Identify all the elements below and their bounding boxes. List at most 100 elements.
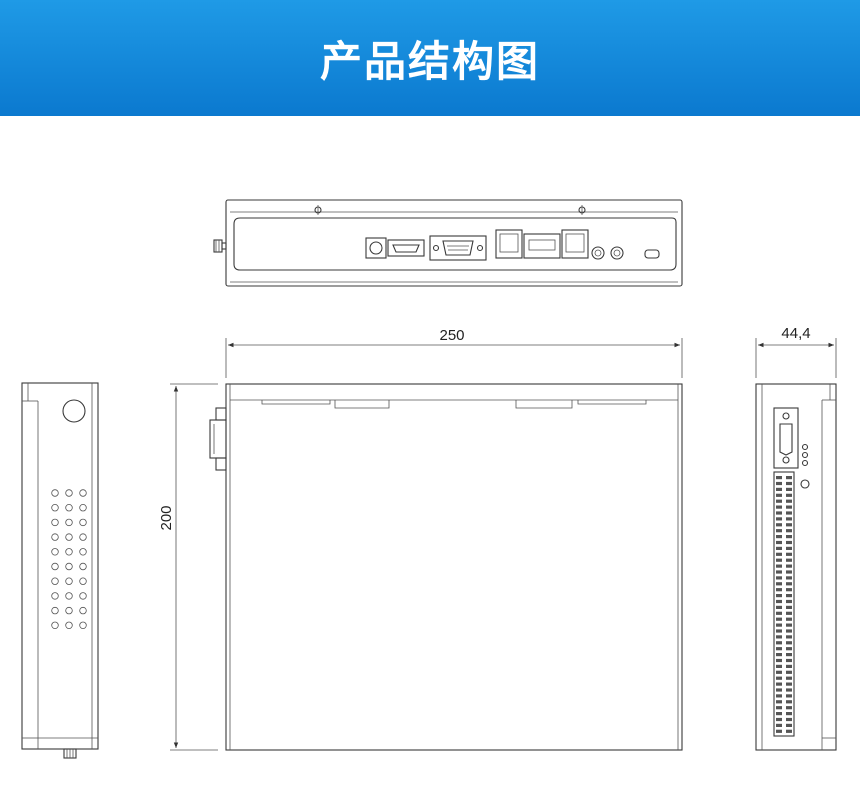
terminal-pin — [786, 676, 792, 680]
terminal-pin — [776, 529, 782, 533]
terminal-pin — [776, 623, 782, 627]
terminal-pin — [776, 558, 782, 562]
terminal-pin — [776, 535, 782, 539]
led-indicator-icon — [801, 459, 809, 467]
terminal-pin — [776, 540, 782, 545]
depth-label: 44,4 — [781, 325, 810, 342]
terminal-pin — [786, 694, 792, 698]
terminal-pin — [786, 535, 792, 539]
terminal-pin — [776, 617, 782, 621]
terminal-pin — [776, 723, 782, 727]
terminal-pin — [786, 540, 792, 545]
terminal-pin — [776, 688, 782, 692]
vent-hole — [79, 548, 87, 556]
terminal-pin — [786, 499, 792, 503]
terminal-pin — [786, 611, 792, 615]
vent-hole — [51, 577, 59, 585]
terminal-pin — [786, 712, 792, 716]
terminal-block — [773, 471, 795, 737]
terminal-pin — [776, 676, 782, 680]
terminal-pin — [776, 517, 782, 521]
audio-jack-icon — [610, 246, 624, 260]
terminal-pin — [786, 700, 792, 704]
vent-hole — [79, 577, 87, 585]
terminal-pin — [786, 564, 792, 568]
vent-hole — [51, 489, 59, 497]
terminal-pin — [776, 664, 782, 668]
terminal-pin — [776, 729, 782, 733]
terminal-pin — [786, 617, 792, 621]
power-jack-icon — [365, 237, 387, 259]
terminal-pin — [786, 570, 792, 574]
terminal-pin — [776, 605, 782, 609]
width-label: 250 — [439, 327, 464, 344]
terminal-pin — [786, 517, 792, 521]
terminal-pin — [776, 658, 782, 663]
terminal-pin — [776, 570, 782, 574]
terminal-pin — [786, 729, 792, 733]
power-button-icon — [644, 249, 660, 259]
vent-hole — [51, 504, 59, 512]
terminal-pin — [776, 564, 782, 568]
right-side-view: 44,4 — [755, 325, 837, 751]
terminal-pin — [786, 653, 792, 657]
terminal-pin — [786, 723, 792, 727]
terminal-pin — [786, 706, 792, 710]
terminal-pin — [776, 546, 782, 550]
terminal-pin — [776, 481, 782, 486]
terminal-pin — [786, 670, 792, 674]
terminal-pin — [776, 653, 782, 657]
terminal-pin — [776, 611, 782, 615]
vent-hole — [65, 548, 73, 556]
terminal-pin — [786, 629, 792, 633]
vent-hole — [65, 621, 73, 629]
vent-hole — [51, 562, 59, 571]
terminal-pin — [786, 664, 792, 668]
reset-button-icon — [800, 479, 810, 489]
vent-hole — [79, 518, 87, 527]
terminal-pin — [786, 558, 792, 562]
right-side-outline — [755, 383, 837, 751]
terminal-pin — [786, 523, 792, 527]
terminal-pin — [776, 576, 782, 580]
terminal-pin — [776, 599, 782, 604]
height-dimension: 200 — [158, 383, 218, 751]
page-title: 产品结构图 — [319, 36, 540, 86]
terminal-pin — [776, 499, 782, 503]
terminal-pin — [776, 588, 782, 592]
screw-icon — [314, 205, 322, 215]
vent-hole — [65, 592, 73, 600]
vent-hole — [65, 518, 73, 527]
vent-hole — [51, 606, 59, 615]
terminal-pin — [776, 700, 782, 704]
terminal-pin — [786, 582, 792, 586]
terminal-pin — [786, 623, 792, 627]
terminal-pin — [776, 706, 782, 710]
terminal-pin — [776, 493, 782, 497]
terminal-pin — [786, 688, 792, 692]
fan-hole-icon — [62, 399, 86, 423]
vent-hole — [51, 533, 59, 541]
header-banner: 产品结构图 — [0, 0, 860, 116]
terminal-pin — [786, 511, 792, 515]
vent-hole — [79, 606, 87, 615]
terminal-pin — [786, 505, 792, 509]
led-indicator-icon — [801, 443, 809, 451]
terminal-pin — [786, 529, 792, 533]
terminal-pin — [786, 576, 792, 580]
terminal-pin — [786, 635, 792, 639]
terminal-pin — [786, 487, 792, 491]
vent-hole — [79, 621, 87, 629]
terminal-pin — [776, 582, 782, 586]
vent-hole — [79, 562, 87, 571]
front-panel-outline — [225, 199, 683, 287]
led-indicator-icon — [801, 451, 809, 459]
lan-port-icon — [495, 229, 523, 259]
terminal-pin — [786, 605, 792, 609]
vga-port-icon — [429, 235, 487, 261]
vent-hole — [51, 548, 59, 556]
hdmi-port-icon — [387, 239, 425, 257]
product-structure-diagram: 250 200 — [21, 199, 837, 759]
terminal-pin — [786, 481, 792, 486]
screw-icon — [578, 205, 586, 215]
